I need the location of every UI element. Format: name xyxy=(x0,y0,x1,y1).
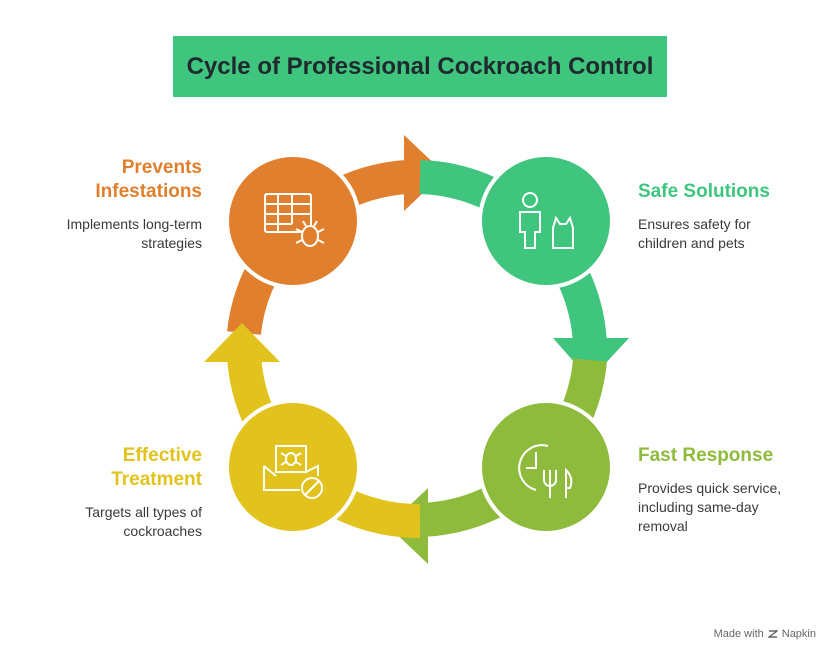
stage-circle-prevents xyxy=(225,153,361,289)
desc-line: including same-day xyxy=(638,499,759,515)
desc-line: children and pets xyxy=(638,235,745,251)
arrow-green xyxy=(553,338,629,380)
heading-line: Effective xyxy=(122,445,202,466)
bug-mail-no-icon xyxy=(263,445,323,499)
desc-line: Targets all types of xyxy=(85,504,202,520)
footer-credit: Made with Napkin xyxy=(714,628,816,640)
diagram-title: Cycle of Professional Cockroach Control xyxy=(186,52,654,80)
clock-fork-icon xyxy=(518,444,573,498)
stage-circle-fast xyxy=(478,399,614,535)
napkin-logo-icon xyxy=(767,630,778,638)
stage-label-prevents: Prevents Infestations Implements long-te… xyxy=(2,156,202,253)
stage-heading: Effective Treatment xyxy=(2,444,202,492)
stage-description: Implements long-term strategies xyxy=(2,215,202,253)
stage-label-safe: Safe Solutions Ensures safety for childr… xyxy=(638,180,828,253)
desc-line: removal xyxy=(638,518,688,534)
calendar-bug-icon xyxy=(264,193,325,247)
desc-line: cockroaches xyxy=(123,523,202,539)
stage-heading: Safe Solutions xyxy=(638,181,770,202)
desc-line: Provides quick service, xyxy=(638,480,782,496)
footer-brand: Napkin xyxy=(781,628,816,640)
stage-heading: Prevents Infestations xyxy=(2,156,202,204)
heading-line: Prevents xyxy=(121,157,202,178)
title-banner: Cycle of Professional Cockroach Control xyxy=(173,36,667,97)
stage-label-effective: Effective Treatment Targets all types of… xyxy=(2,444,202,541)
stage-description: Ensures safety for children and pets xyxy=(638,215,828,253)
desc-line: Implements long-term xyxy=(66,216,202,232)
heading-line: Infestations xyxy=(95,181,202,202)
desc-line: strategies xyxy=(141,235,202,251)
stage-circle-effective xyxy=(225,399,361,535)
stage-description: Provides quick service, including same-d… xyxy=(638,479,828,536)
stage-heading: Fast Response xyxy=(638,445,774,466)
heading-line: Treatment xyxy=(111,469,202,490)
desc-line: Ensures safety for xyxy=(638,216,751,232)
person-pet-icon xyxy=(519,192,574,249)
stage-circle-safe xyxy=(478,153,614,289)
stage-description: Targets all types of cockroaches xyxy=(2,503,202,541)
arrow-yellow xyxy=(204,323,280,362)
footer-made-with: Made with xyxy=(713,628,764,640)
stage-label-fast: Fast Response Provides quick service, in… xyxy=(638,444,828,536)
